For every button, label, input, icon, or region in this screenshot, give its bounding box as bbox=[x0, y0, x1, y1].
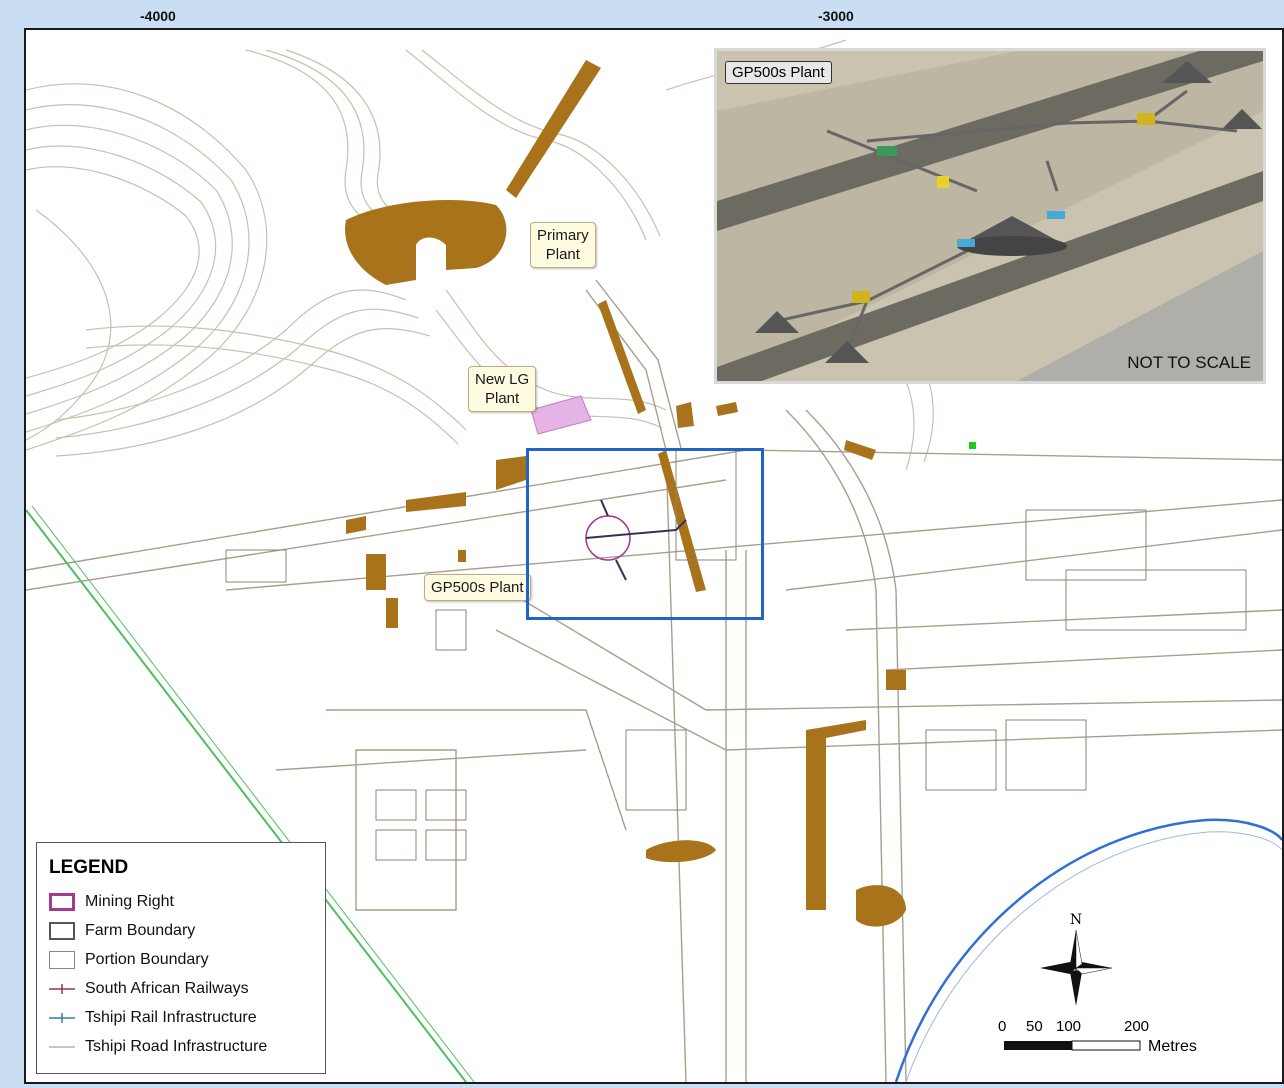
stockpiles bbox=[345, 60, 906, 927]
callout-new-lg-plant-text: New LG Plant bbox=[475, 371, 530, 407]
callout-primary-plant: Primary Plant bbox=[530, 222, 596, 268]
scale-label-50: 50 bbox=[1026, 1018, 1043, 1035]
legend-item-farm-boundary: Farm Boundary bbox=[49, 918, 195, 944]
mining-right-swatch bbox=[49, 893, 75, 911]
legend-label: Tshipi Road Infrastructure bbox=[85, 1038, 268, 1055]
green-rail-line bbox=[26, 509, 467, 1082]
gp500s-conveyors bbox=[585, 499, 687, 581]
scale-label-0: 0 bbox=[998, 1018, 1007, 1035]
legend-label: Farm Boundary bbox=[85, 922, 196, 939]
x-tick-right: -3000 bbox=[818, 8, 854, 24]
legend-item-portion-boundary: Portion Boundary bbox=[49, 947, 209, 973]
new-lg-plant-area bbox=[530, 395, 592, 435]
scale-bar: 0 50 100 200 Metres bbox=[998, 1018, 1238, 1078]
scale-bar-graphic bbox=[1004, 1040, 1141, 1051]
legend-label: Tshipi Rail Infrastructure bbox=[85, 1009, 257, 1026]
gp500s-highlight-box bbox=[526, 448, 764, 620]
north-label: N bbox=[1070, 912, 1082, 928]
legend-label: South African Railways bbox=[85, 980, 249, 997]
inset-scale-note: NOT TO SCALE bbox=[1127, 353, 1251, 372]
legend-item-tshipi-rail: Tshipi Rail Infrastructure bbox=[49, 1005, 257, 1031]
scale-label-100: 100 bbox=[1056, 1018, 1082, 1035]
callout-primary-plant-text: Primary Plant bbox=[537, 227, 589, 263]
callout-gp500s-plant-text: GP500s Plant bbox=[431, 579, 524, 596]
north-arrow: N bbox=[1036, 910, 1116, 1010]
legend-label: Portion Boundary bbox=[85, 951, 209, 968]
legend-item-sa-railways: South African Railways bbox=[49, 976, 249, 1002]
portion-boundary-swatch bbox=[49, 951, 75, 969]
scale-label-200: 200 bbox=[1124, 1018, 1150, 1035]
farm-boundary-swatch bbox=[49, 922, 75, 940]
legend: LEGEND Mining Right Farm Boundary Portio… bbox=[36, 842, 326, 1074]
legend-item-mining-right: Mining Right bbox=[49, 889, 174, 915]
map-frame[interactable]: Primary Plant New LG Plant GP500s Plant bbox=[24, 28, 1284, 1084]
inset-render bbox=[717, 51, 1263, 381]
x-tick-left: -4000 bbox=[140, 8, 176, 24]
map-base-layer bbox=[26, 39, 1282, 1082]
compass-icon: N bbox=[1040, 912, 1113, 1006]
legend-label: Mining Right bbox=[85, 893, 174, 910]
inset-3d-view: GP500s Plant NOT TO SCALE bbox=[714, 48, 1266, 384]
legend-item-tshipi-road: Tshipi Road Infrastructure bbox=[49, 1034, 267, 1060]
tshipi-road-swatch bbox=[49, 1038, 75, 1056]
rail-loop bbox=[894, 818, 1282, 1082]
tshipi-rail-swatch bbox=[49, 1009, 75, 1027]
green-marker bbox=[969, 442, 976, 449]
scale-units: Metres bbox=[1148, 1038, 1197, 1055]
inset-title: GP500s Plant bbox=[725, 61, 832, 84]
sa-railways-swatch bbox=[49, 980, 75, 998]
callout-gp500s-plant: GP500s Plant bbox=[424, 574, 531, 601]
legend-title: LEGEND bbox=[49, 857, 129, 878]
callout-new-lg-plant: New LG Plant bbox=[468, 366, 537, 412]
